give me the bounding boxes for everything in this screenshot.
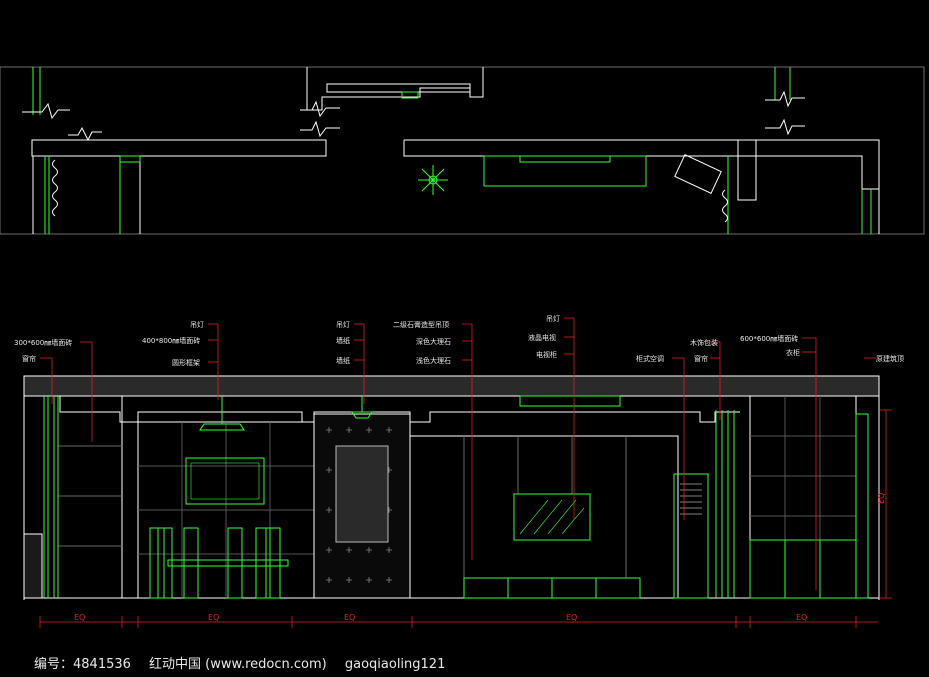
ceiling-hatch	[23, 375, 880, 397]
cabinet-aircon	[673, 473, 709, 599]
label-wood-cover: 木饰包装	[690, 338, 718, 347]
tv-cabinet-div	[507, 578, 597, 598]
dim-vertical: EQ	[877, 493, 886, 504]
dim-segment-1: EQ	[74, 613, 85, 622]
label-painting-frame: 圆形框架	[172, 358, 200, 367]
label-cabinet-right: 衣柜	[786, 348, 800, 357]
dim-segment-2: EQ	[208, 613, 219, 622]
dining-painting	[185, 457, 265, 505]
dimension-lines	[39, 409, 892, 628]
elevation-view	[23, 375, 880, 600]
label-wallpaper: 墙纸	[336, 336, 350, 345]
plan-tv	[519, 155, 611, 163]
right-cabinet-div	[784, 540, 821, 598]
plan-break-4	[300, 120, 340, 138]
plan-break-5	[765, 90, 805, 108]
lcd-tv	[513, 493, 591, 541]
label-wall-tile-mid: 400*800㎜墙面砖	[142, 336, 200, 345]
plan-break-1	[22, 102, 70, 120]
label-marble-light: 浅色大理石	[416, 356, 451, 365]
footer-id: 编号：4841536	[34, 657, 131, 672]
dimension-labels: EQ EQ EQ EQ EQ EQ	[74, 493, 886, 622]
plan-view	[0, 66, 925, 235]
plan-green-box	[401, 91, 419, 99]
dining-painting-inner	[190, 462, 260, 500]
right-tile-grid	[750, 396, 856, 540]
label-pendant-lamp-1: 吊灯	[190, 320, 204, 329]
plan-frame	[0, 66, 925, 235]
right-tile-wall	[749, 395, 857, 599]
plan-aircon	[674, 154, 722, 194]
ceiling-lamp	[519, 395, 621, 407]
right-cabinet	[749, 539, 857, 599]
label-curtain-left: 窗帘	[22, 354, 36, 363]
plan-plant	[418, 165, 448, 195]
lcd-tv-glare	[519, 499, 585, 535]
label-ceiling-original: 原建筑顶	[876, 354, 904, 363]
leaders	[40, 317, 876, 590]
left-pillar	[23, 533, 43, 599]
dim-segment-4: EQ	[566, 613, 577, 622]
wallpaper-pattern	[326, 427, 392, 583]
label-cabinet-ac: 柜式空调	[636, 354, 664, 363]
right-pillar	[855, 413, 869, 599]
plan-counter-right	[403, 139, 880, 190]
plan-lamp-left	[119, 155, 141, 163]
aircon-grille	[680, 483, 702, 515]
label-wall-tile-left: 300*600㎜墙面砖	[14, 338, 72, 347]
label-marble-dark: 深色大理石	[416, 337, 451, 346]
label-ceiling-double: 二级石膏造型吊顶	[393, 320, 449, 329]
dim-segment-3: EQ	[344, 613, 355, 622]
dining-wall-grid	[138, 422, 314, 598]
plan-beam-top	[326, 83, 471, 93]
label-pendant-lamp-2: 吊灯	[336, 320, 350, 329]
drop-ceiling-left	[59, 396, 740, 423]
curtain-left	[43, 396, 59, 598]
label-pendant-lamp-3: 吊灯	[546, 314, 560, 323]
label-lcd-tv: 液晶电视	[528, 333, 556, 342]
plan-counter-left	[31, 139, 327, 157]
plan-curtain-right	[722, 189, 728, 223]
plan-curtain-left	[52, 159, 58, 217]
annotation-labels: 300*600㎜墙面砖 窗帘 吊灯 400*800㎜墙面砖 圆形框架 吊灯 墙纸…	[14, 314, 904, 367]
dining-lamp	[199, 423, 245, 431]
label-skirting: 墙纸	[336, 356, 350, 365]
plan-break-6	[765, 118, 805, 136]
footer-author: gaoqiaoling121	[344, 657, 446, 672]
watermark-footer: 编号：4841536 红动中国 (www.redocn.com) gaoqiao…	[34, 653, 459, 672]
plan-wall-top	[306, 67, 484, 111]
left-panel	[57, 395, 123, 599]
plan-column-right	[737, 139, 757, 201]
label-wall-tile-right: 600*600㎜墙面砖	[740, 334, 798, 343]
plan-break-3	[300, 100, 340, 118]
lamp2	[351, 411, 373, 419]
left-panel-grid	[58, 445, 122, 547]
plan-tv-wall	[483, 155, 647, 187]
label-curtain-right: 窗帘	[694, 354, 708, 363]
curtain-right	[715, 410, 735, 598]
plan-break-2	[68, 126, 102, 142]
tv-wall-lines	[463, 436, 627, 578]
label-tv-cabinet: 电视柜	[536, 350, 557, 359]
dim-segment-5: EQ	[796, 613, 807, 622]
dining-set	[149, 527, 289, 599]
footer-site: 红动中国 (www.redocn.com)	[149, 657, 327, 672]
wallpaper-artwork	[335, 445, 389, 543]
tv-wall	[409, 435, 679, 599]
